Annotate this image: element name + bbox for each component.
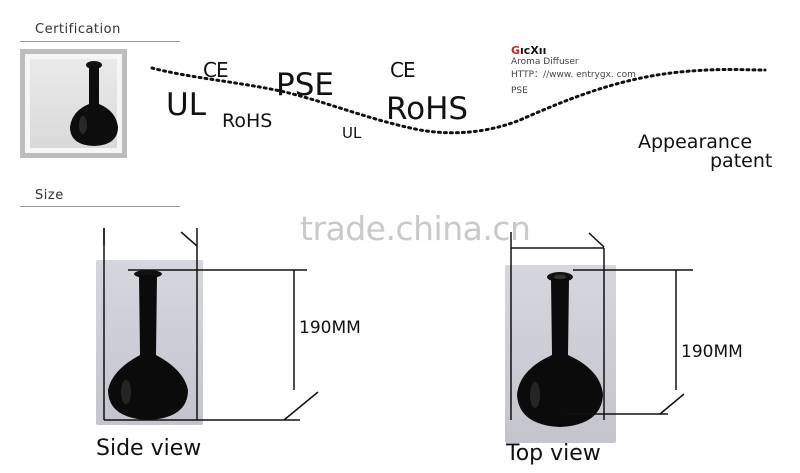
product-name: Aroma Diffuser: [511, 57, 579, 67]
section-title-size: Size: [35, 188, 64, 203]
top-view-caption: Top view: [506, 441, 601, 466]
appearance-patent-line2: patent: [710, 150, 773, 172]
ul-mark: UL: [166, 87, 206, 123]
ce-mark: CE: [203, 58, 229, 82]
product-url: HTTP：//www. entrygx. com: [511, 70, 636, 80]
rohs-mark-large: RoHS: [386, 91, 469, 127]
brand-logo: ıcXıı: [520, 44, 547, 57]
brand-logo-prefix: G: [511, 44, 521, 57]
ce-mark-2: CE: [390, 58, 416, 82]
section-title-certification: Certification: [35, 22, 121, 37]
vase-side-image: [108, 270, 188, 420]
ul-mark-small: UL: [342, 124, 362, 142]
side-view-dimension: 190MM: [299, 318, 361, 338]
rohs-mark: RoHS: [222, 110, 273, 132]
side-view-photo: [96, 260, 203, 425]
watermark: trade.china.cn: [300, 209, 531, 248]
product-label: GıcXıı Aroma Diffuser HTTP：//www. entryg…: [511, 44, 636, 96]
section-divider: [20, 41, 180, 42]
vase-top-image: [517, 272, 603, 427]
top-view-dimension: 190MM: [681, 342, 743, 362]
side-view-caption: Side view: [96, 436, 202, 461]
product-thumbnail: [20, 49, 127, 158]
product-cert: PSE: [511, 86, 528, 96]
pse-mark: PSE: [276, 67, 334, 103]
appearance-patent-line1: Appearance: [638, 131, 753, 153]
dotted-wave-line: [150, 66, 767, 135]
vase-thumbnail-image: [70, 61, 118, 146]
section-divider: [20, 206, 180, 207]
